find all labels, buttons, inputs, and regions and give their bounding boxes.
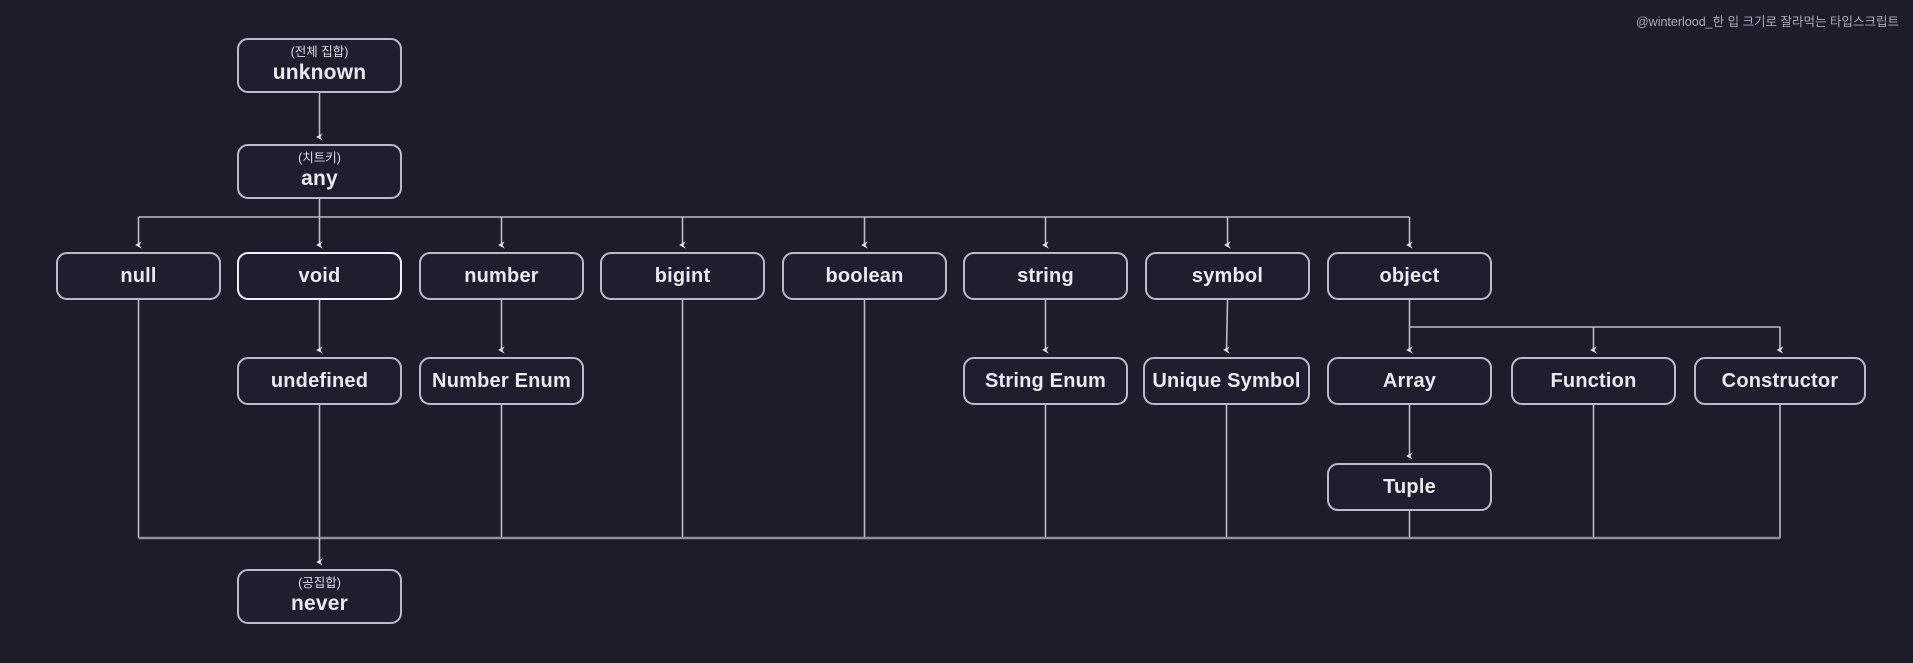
node-tuple[interactable]: Tuple: [1327, 463, 1492, 511]
node-never-sublabel: (공집합): [298, 577, 341, 591]
node-unknown-label: unknown: [273, 61, 367, 85]
node-unique-symbol[interactable]: Unique Symbol: [1143, 357, 1310, 405]
node-number[interactable]: number: [419, 252, 584, 300]
node-unknown-sublabel: (전체 집합): [291, 46, 349, 60]
node-bigint[interactable]: bigint: [600, 252, 765, 300]
node-void[interactable]: void: [237, 252, 402, 300]
node-tuple-label: Tuple: [1383, 476, 1436, 499]
watermark: @winterlood_한 입 크기로 잘라먹는 타입스크립트: [1636, 11, 1899, 30]
node-symbol[interactable]: symbol: [1145, 252, 1310, 300]
node-null[interactable]: null: [56, 252, 221, 300]
node-object-label: object: [1379, 265, 1439, 288]
node-number-enum[interactable]: Number Enum: [419, 357, 584, 405]
node-any[interactable]: (치트키)any: [237, 144, 402, 199]
node-object[interactable]: object: [1327, 252, 1492, 300]
node-string[interactable]: string: [963, 252, 1128, 300]
node-number-label: number: [464, 265, 539, 288]
node-boolean-label: boolean: [825, 265, 903, 288]
node-undefined[interactable]: undefined: [237, 357, 402, 405]
node-never-label: never: [291, 592, 348, 616]
node-unknown[interactable]: (전체 집합)unknown: [237, 38, 402, 93]
node-function-label: Function: [1550, 370, 1636, 393]
node-constructor[interactable]: Constructor: [1694, 357, 1866, 405]
node-null-label: null: [120, 265, 156, 288]
node-string-label: string: [1017, 265, 1074, 288]
node-bigint-label: bigint: [655, 265, 711, 288]
node-string-enum-label: String Enum: [985, 370, 1106, 393]
node-any-sublabel: (치트키): [298, 152, 341, 166]
node-array-label: Array: [1383, 370, 1436, 393]
node-undefined-label: undefined: [271, 370, 368, 393]
node-symbol-label: symbol: [1192, 265, 1263, 288]
node-unique-symbol-label: Unique Symbol: [1152, 370, 1300, 393]
node-constructor-label: Constructor: [1722, 370, 1839, 393]
node-function[interactable]: Function: [1511, 357, 1676, 405]
node-boolean[interactable]: boolean: [782, 252, 947, 300]
node-number-enum-label: Number Enum: [432, 370, 571, 393]
node-string-enum[interactable]: String Enum: [963, 357, 1128, 405]
node-any-label: any: [301, 167, 338, 191]
node-array[interactable]: Array: [1327, 357, 1492, 405]
node-never[interactable]: (공집합)never: [237, 569, 402, 624]
node-void-label: void: [299, 265, 341, 288]
